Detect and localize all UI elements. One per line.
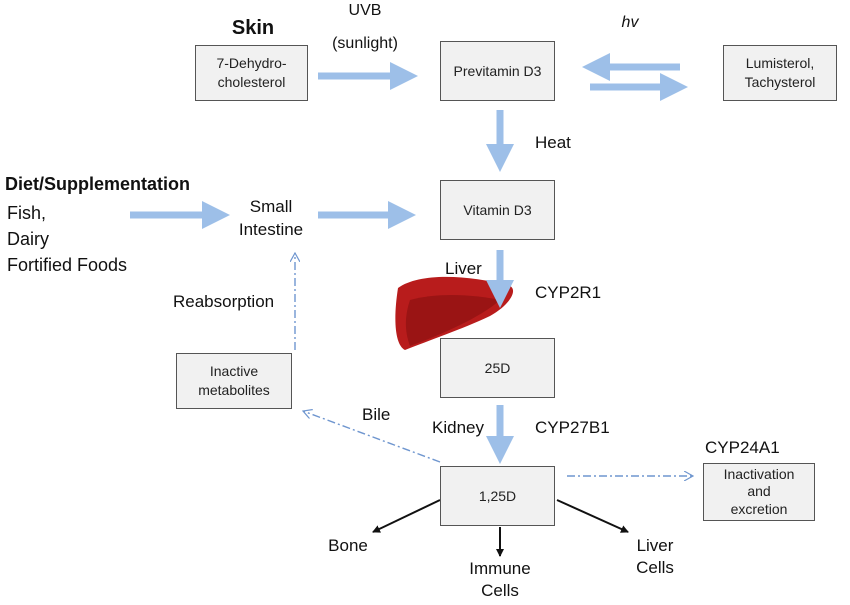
box-line: Lumisterol,	[745, 55, 815, 72]
uvb-label: UVB	[348, 2, 382, 19]
liver-label: Liver	[445, 259, 482, 278]
heat-label: Heat	[535, 133, 571, 152]
immune-cells-label: Immune	[469, 559, 531, 578]
liver-icon	[395, 276, 514, 350]
diet-item: Dairy	[7, 229, 50, 249]
box-line: 7-Dehydro-	[216, 55, 287, 72]
box-line: Tachysterol	[744, 74, 816, 90]
box-line: excretion	[730, 500, 788, 517]
liver-cells-label: Liver	[636, 536, 674, 555]
bone-label: Bone	[328, 536, 368, 555]
box-line: cholesterol	[217, 74, 286, 90]
small-intestine-label: Small	[249, 197, 293, 216]
diet-item: Fortified Foods	[7, 255, 128, 275]
125d-box: 1,25D	[440, 466, 555, 526]
reabsorption-label: Reabsorption	[173, 292, 275, 311]
box-line: Inactivation	[723, 465, 795, 482]
box-line: Inactive	[209, 363, 259, 380]
sunlight-label: (sunlight)	[332, 35, 398, 52]
box-line: metabolites	[198, 382, 270, 398]
cyp24a1-label: CYP24A1	[705, 438, 780, 457]
cyp27b1-label: CYP27B1	[535, 418, 610, 437]
liver-cells-label: Cells	[636, 558, 674, 577]
skin-label: Skin	[231, 17, 275, 39]
small-intestine-label: Intestine	[238, 220, 304, 239]
diet-item: Fish,	[7, 203, 47, 223]
dehydrocholesterol-box: 7-Dehydro-cholesterol	[195, 45, 308, 101]
25d-box: 25D	[440, 338, 555, 398]
vitamin-d3-box: Vitamin D3	[440, 180, 555, 240]
kidney-label: Kidney	[432, 418, 484, 437]
cyp2r1-label: CYP2R1	[535, 283, 602, 302]
lumisterol-box: Lumisterol, Tachysterol	[723, 45, 837, 101]
box-line: and	[747, 483, 771, 500]
previtamin-box: Previtamin D3	[440, 41, 555, 101]
bone-arrow	[372, 499, 441, 533]
immune-cells-label: Cells	[481, 581, 519, 600]
inactive-metabolites-box: Inactive metabolites	[176, 353, 292, 409]
diet-title: Diet/Supplementation	[5, 174, 191, 194]
liver-cells-arrow	[556, 499, 629, 533]
bile-label: Bile	[362, 405, 391, 424]
hv-label: hv	[621, 14, 639, 31]
